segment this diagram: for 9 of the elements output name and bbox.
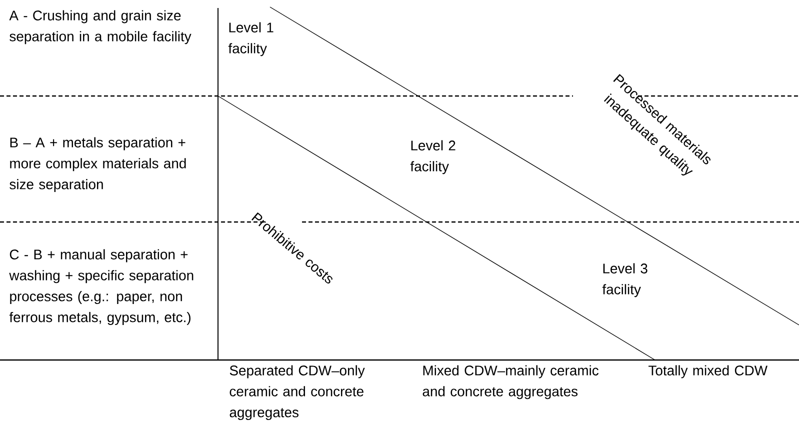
row-label: C - B + manual separation + washing + specific separation processes (e.g.: paper, non ferrous metals, gypsum, etc.) [9, 249, 194, 325]
region-label: Level 2 facility [410, 140, 456, 174]
region-label: Level 3 facility [602, 263, 648, 298]
axis-category-label: Totally mixed CDW [648, 365, 768, 378]
row-label: A - Crushing and grain size separation in a mobile facility [9, 10, 192, 44]
axis-category-label: Mixed CDW–mainly ceramic and concrete aggregates [422, 365, 598, 400]
axis-category-label: Separated CDW–only ceramic and concrete aggregates [230, 365, 365, 420]
row-label: B – A + metals separation + more complex materials and size separation [10, 137, 186, 192]
region-label: Level 1 facility [228, 22, 274, 56]
